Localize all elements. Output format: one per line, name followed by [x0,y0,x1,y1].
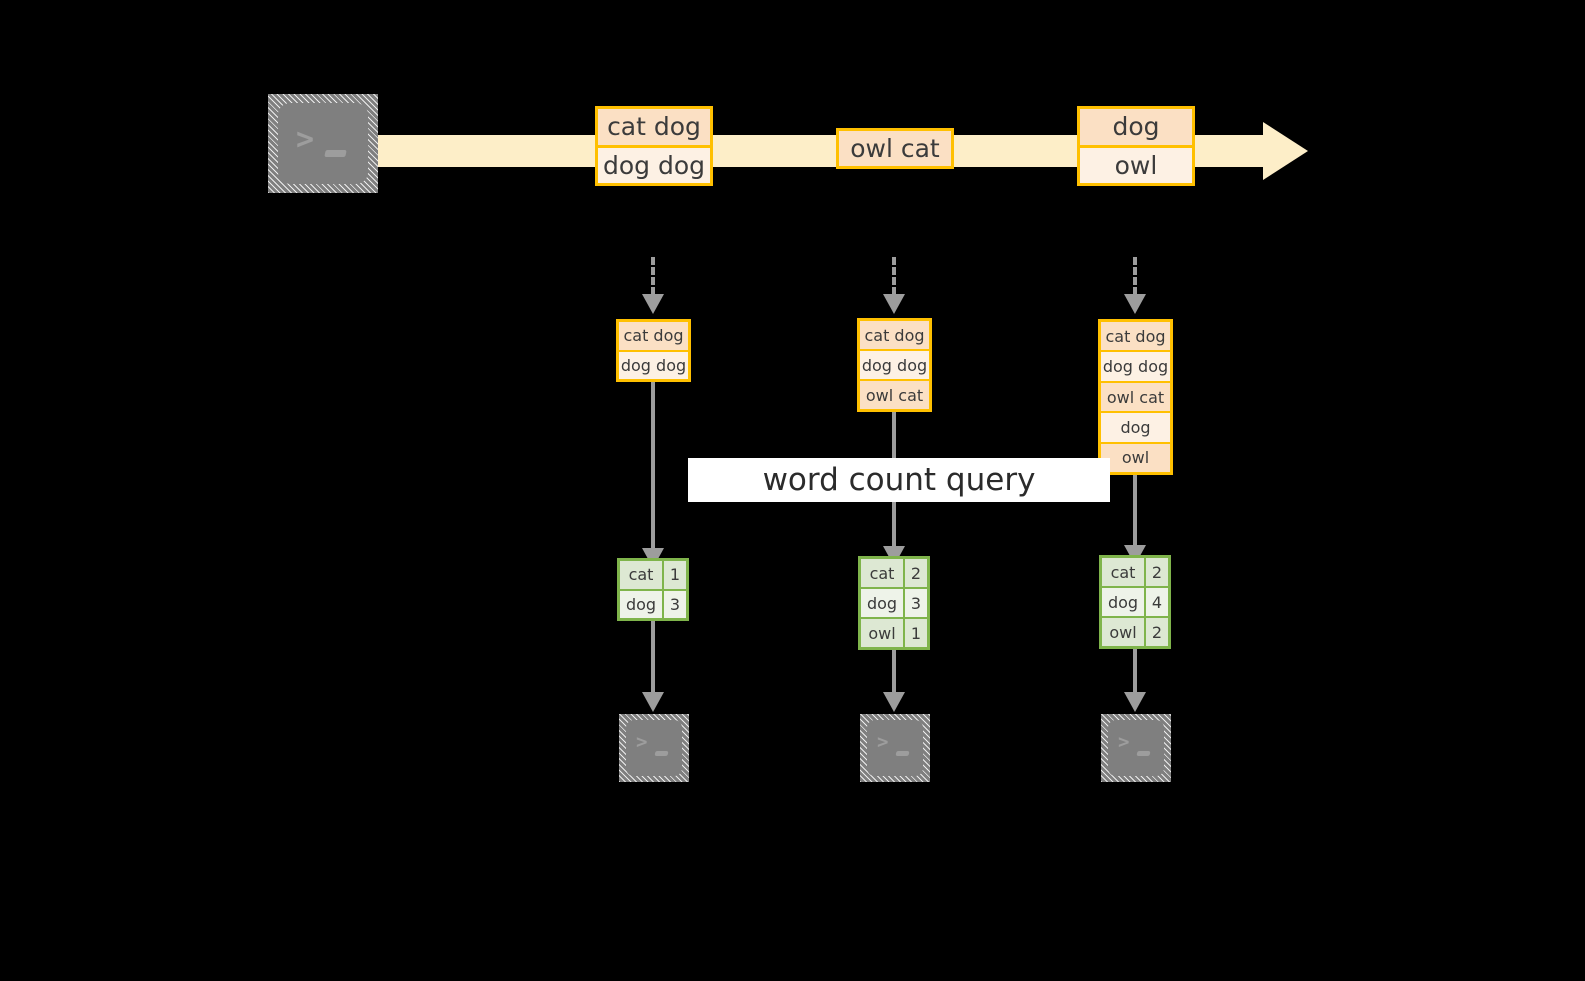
table-row: dog 4 [1102,586,1168,616]
stream-to-snapshot-connector [892,257,896,295]
table-cell-word: dog [1102,588,1144,616]
table-cell-word: cat [861,559,903,587]
terminal-cursor-glyph [895,751,910,756]
snapshot-box-2: cat dog dog dog owl cat [857,318,932,412]
stream-event-line: cat dog [598,109,710,145]
stream-event-group-3: dog owl [1077,106,1195,186]
table-cell-word: owl [1102,618,1144,646]
terminal-cursor-glyph [654,751,669,756]
snapshot-to-result-connector [651,382,655,552]
stream-to-snapshot-connector [651,257,655,295]
stream-event-group-2: owl cat [836,128,954,169]
snapshot-to-result-connector [1133,475,1137,549]
stream-event-group-1: cat dog dog dog [595,106,713,186]
terminal-cursor-glyph [324,150,347,157]
stream-to-snapshot-arrowhead [883,294,905,314]
snapshot-line: cat dog [860,321,929,349]
table-row: owl 1 [861,617,927,647]
snapshot-line: cat dog [619,322,688,350]
snapshot-line: dog dog [619,349,688,379]
table-cell-count: 4 [1144,588,1168,616]
snapshot-line: cat dog [1101,322,1170,351]
table-row: cat 2 [861,559,927,587]
stream-arrowhead [1263,122,1308,180]
snapshot-line: dog [1101,411,1170,442]
snapshot-box-1: cat dog dog dog [616,319,691,382]
snapshot-box-3: cat dog dog dog owl cat dog owl [1098,319,1173,475]
table-cell-word: cat [1102,558,1144,586]
table-row: dog 3 [620,588,686,618]
snapshot-line: owl cat [1101,380,1170,412]
stream-event-line: owl [1080,144,1192,183]
result-to-sink-arrowhead [642,692,664,712]
stream-event-line: dog dog [598,144,710,183]
table-cell-count: 2 [1144,618,1168,646]
result-table-1: cat 1 dog 3 [617,558,689,621]
sink-terminal-icon-2: > [860,714,930,782]
sink-terminal-icon-3: > [1101,714,1171,782]
source-terminal-icon: > [268,94,378,193]
table-cell-word: dog [861,589,903,617]
terminal-prompt-glyph: > [1118,731,1130,753]
table-row: cat 1 [620,561,686,589]
stream-to-snapshot-arrowhead [1124,294,1146,314]
terminal-prompt-glyph: > [636,731,648,753]
table-cell-word: owl [861,619,903,647]
stream-event-line: dog [1080,109,1192,145]
stream-to-snapshot-connector [1133,257,1137,295]
table-cell-count: 1 [662,561,686,589]
table-cell-count: 3 [662,590,686,618]
terminal-prompt-glyph: > [877,731,889,753]
terminal-cursor-glyph [1136,751,1151,756]
table-cell-word: cat [620,561,662,589]
table-row: owl 2 [1102,616,1168,646]
result-to-sink-connector [1133,649,1137,696]
result-to-sink-connector [892,650,896,696]
query-banner-label: word count query [762,462,1036,498]
table-cell-count: 2 [1144,558,1168,586]
stream-event-line: owl cat [839,131,951,166]
result-to-sink-connector [651,621,655,696]
query-banner: word count query [688,458,1110,502]
terminal-prompt-glyph: > [296,122,315,157]
table-cell-word: dog [620,590,662,618]
stream-to-snapshot-arrowhead [642,294,664,314]
table-cell-count: 3 [903,589,927,617]
table-row: cat 2 [1102,558,1168,586]
result-to-sink-arrowhead [883,692,905,712]
result-table-3: cat 2 dog 4 owl 2 [1099,555,1171,649]
sink-terminal-icon-1: > [619,714,689,782]
snapshot-line: dog dog [1101,350,1170,381]
result-table-2: cat 2 dog 3 owl 1 [858,556,930,650]
table-row: dog 3 [861,587,927,617]
table-cell-count: 2 [903,559,927,587]
result-to-sink-arrowhead [1124,692,1146,712]
snapshot-line: owl [1101,441,1170,473]
snapshot-line: dog dog [860,349,929,379]
table-cell-count: 1 [903,619,927,647]
snapshot-line: owl cat [860,379,929,409]
